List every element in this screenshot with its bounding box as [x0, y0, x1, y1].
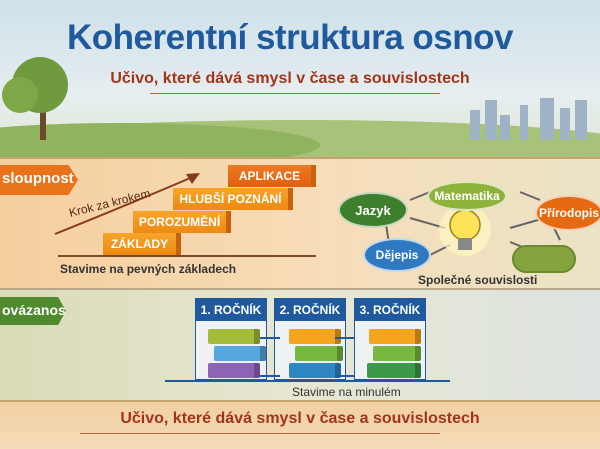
progression-arrows: [260, 337, 355, 377]
step-hlubsi-poznani: HLUBŠÍ POZNÁNÍ: [173, 188, 293, 210]
footer-text: Učivo, které dává smysl v čase a souvisl…: [120, 410, 480, 427]
node-jazyk: Jazyk: [338, 192, 408, 228]
step-arrow-icon: [54, 173, 200, 235]
page-subtitle: Učivo, které dává smysl v čase a souvisl…: [110, 70, 470, 87]
cloud-node: [512, 245, 576, 273]
step-zaklady: ZÁKLADY: [103, 233, 181, 255]
grade-2-header: 2. ROČNÍK: [275, 299, 345, 321]
grade-3-header: 3. ROČNÍK: [355, 299, 425, 321]
continuity-caption: Stavime na minulém: [292, 385, 401, 399]
footer-band: [0, 400, 600, 449]
node-prirodopis: Přírodopis: [535, 195, 600, 231]
grade-1-box: 1. ROČNÍK: [195, 298, 267, 380]
subtitle-divider: [150, 93, 440, 94]
node-dejepis: Dějepis: [363, 238, 431, 272]
grade-2-box: 2. ROČNÍK: [274, 298, 346, 380]
connections-caption: Společné souvislosti: [418, 273, 538, 287]
sequence-caption: Stavime na pevných základech: [60, 262, 237, 276]
step-porozumeni: POROZUMĚNÍ: [133, 211, 231, 233]
node-matematika: Matematika: [427, 181, 507, 211]
footer-divider: [80, 433, 440, 434]
step-aplikace: APLIKACE: [228, 165, 316, 187]
grade-1-header: 1. ROČNÍK: [196, 299, 266, 321]
grade-3-box: 3. ROČNÍK: [354, 298, 426, 380]
steps-baseline: [58, 255, 316, 257]
continuity-tag: ovázanost: [0, 297, 66, 325]
sequence-tag: sloupnost: [0, 165, 78, 195]
grades-baseline: [165, 380, 450, 382]
page-title: Koherentní struktura osnov: [67, 18, 513, 57]
